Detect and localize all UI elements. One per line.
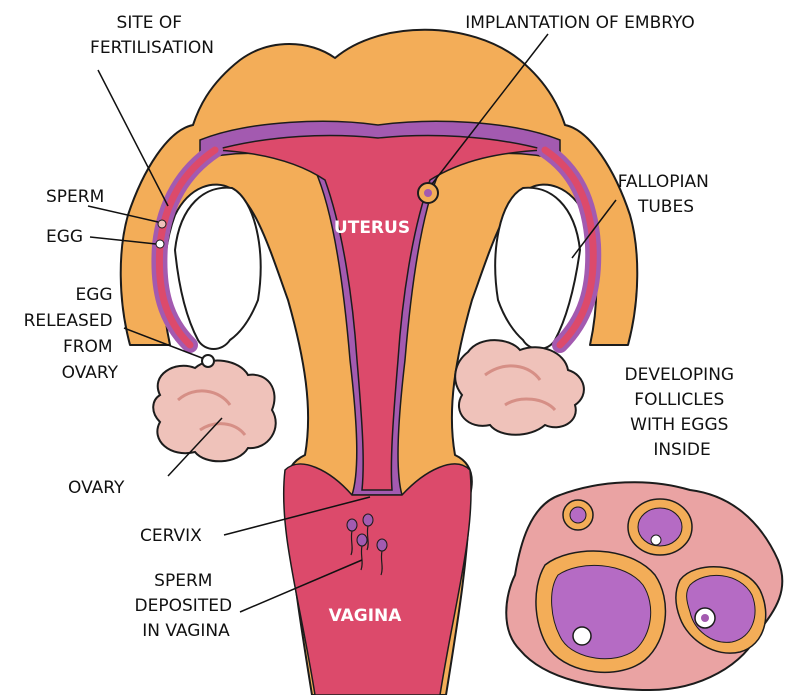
label-sperm-deposited-in-vagina: SPERM DEPOSITED IN VAGINA	[135, 571, 238, 641]
sperm-in-tube	[158, 220, 166, 228]
label-egg-released-from-ovary: EGG RELEASED FROM OVARY	[24, 285, 119, 383]
label-sperm: SPERM	[46, 187, 104, 207]
label-ovary: OVARY	[68, 478, 125, 498]
label-uterus: UTERUS	[334, 218, 410, 238]
label-cervix: CERVIX	[140, 526, 202, 546]
implanted-embryo	[418, 183, 438, 203]
label-site-of-fertilisation: SITE OF FERTILISATION	[90, 13, 214, 58]
egg-released	[202, 355, 214, 367]
label-vagina: VAGINA	[329, 606, 403, 626]
right-ovary	[455, 340, 584, 435]
left-ovary	[153, 361, 275, 462]
label-fallopian-tubes: FALLOPIAN TUBES	[618, 172, 715, 217]
follicles-inset	[506, 482, 782, 690]
label-developing-follicles: DEVELOPING FOLLICLES WITH EGGS INSIDE	[624, 365, 739, 460]
left-tube-void	[175, 188, 261, 349]
label-egg: EGG	[46, 227, 83, 247]
egg-in-tube	[156, 240, 164, 248]
label-implantation-of-embryo: IMPLANTATION OF EMBRYO	[465, 13, 695, 33]
vagina-cavity	[284, 464, 471, 695]
